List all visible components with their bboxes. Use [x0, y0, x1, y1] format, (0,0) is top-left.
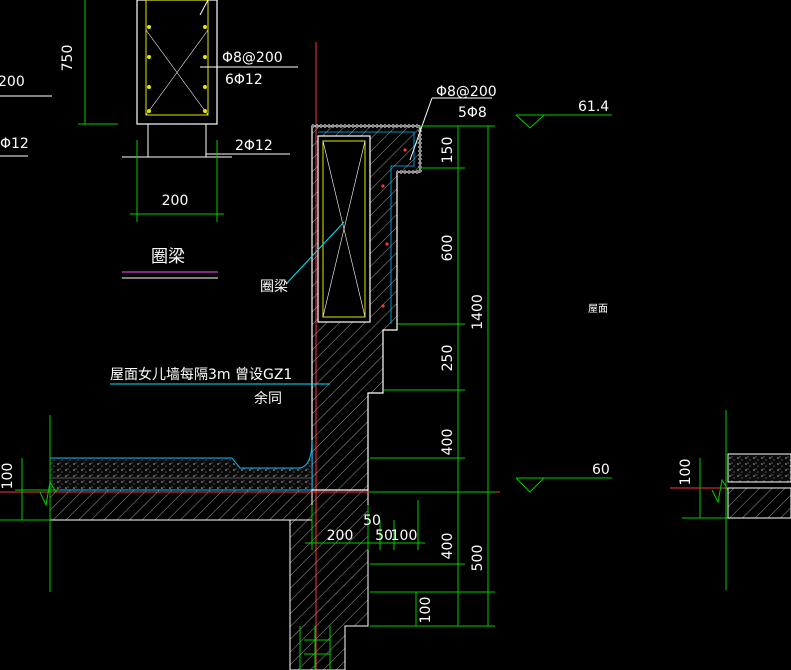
- dim-400-lower-label: 400: [440, 533, 456, 560]
- ring-beam-rebar-dots: [147, 25, 207, 113]
- ring-beam-cross-b: [145, 29, 209, 116]
- dim-100-lower-label: 100: [418, 597, 434, 624]
- parapet-long-label: 5Φ8: [458, 105, 487, 121]
- ring-beam-detail: 750 Φ8@200 6Φ12 2Φ12 200 圈梁: [60, 0, 298, 279]
- dim-750-label: 750: [60, 45, 76, 72]
- elevation-roof-label: 60: [592, 462, 610, 478]
- roof-slab: [49, 489, 313, 521]
- ring-beam-title: 圈梁: [151, 247, 185, 267]
- right-edge-fragment: 100: [670, 410, 791, 590]
- vertical-dimension-chain: [370, 125, 495, 627]
- ring-beam-outline: [136, 0, 218, 125]
- dim-600-label: 600: [440, 235, 456, 262]
- dim-500-label: 500: [470, 545, 486, 572]
- dim-1400-label: 1400: [470, 294, 486, 330]
- ring-beam-stirrup-label: Φ8@200: [222, 50, 283, 66]
- dim-400-upper-label: 400: [440, 429, 456, 456]
- elevation-marks: [515, 114, 612, 493]
- left-edge-200-label: 200: [0, 74, 25, 90]
- parapet-note-line2: 余同: [254, 390, 282, 407]
- dim-50-bottom-label: 50: [375, 528, 393, 544]
- dim-50-label: 50: [363, 513, 381, 529]
- parapet-stirrup-label: Φ8@200: [436, 84, 497, 100]
- parapet-section: 圈梁 Φ8@200 5Φ8 100 屋面女儿墙每隔3m 曾设GZ1 余同: [0, 42, 612, 670]
- left-edge-fragments: 200 Φ12: [0, 74, 52, 157]
- dim-150-label: 150: [440, 137, 456, 164]
- ring-beam-bottom-label: 2Φ12: [235, 138, 273, 154]
- dim-100-right-label: 100: [678, 459, 694, 486]
- dim-200-bottom-label: 200: [327, 528, 354, 544]
- dim-250-label: 250: [440, 345, 456, 372]
- left-edge-12-label: Φ12: [0, 136, 29, 152]
- parapet-note-line1: 屋面女儿墙每隔3m 曾设GZ1: [110, 366, 292, 383]
- parapet-rebar-dots: [381, 148, 407, 308]
- horizontal-dimension-chain: [305, 500, 425, 550]
- dim-100-bottom-label: 100: [391, 528, 418, 544]
- ring-beam-stirrup: [145, 0, 209, 116]
- roof-insulation-layer: [49, 439, 313, 491]
- ring-beam-width-label: 200: [162, 193, 189, 209]
- elevation-top-label: 61.4: [578, 99, 609, 115]
- ring-beam-long-label: 6Φ12: [225, 72, 263, 88]
- parapet-ring-beam-label: 圈梁: [260, 279, 288, 295]
- roof-label: 屋面: [588, 303, 608, 315]
- dim-100-left-label: 100: [0, 463, 16, 490]
